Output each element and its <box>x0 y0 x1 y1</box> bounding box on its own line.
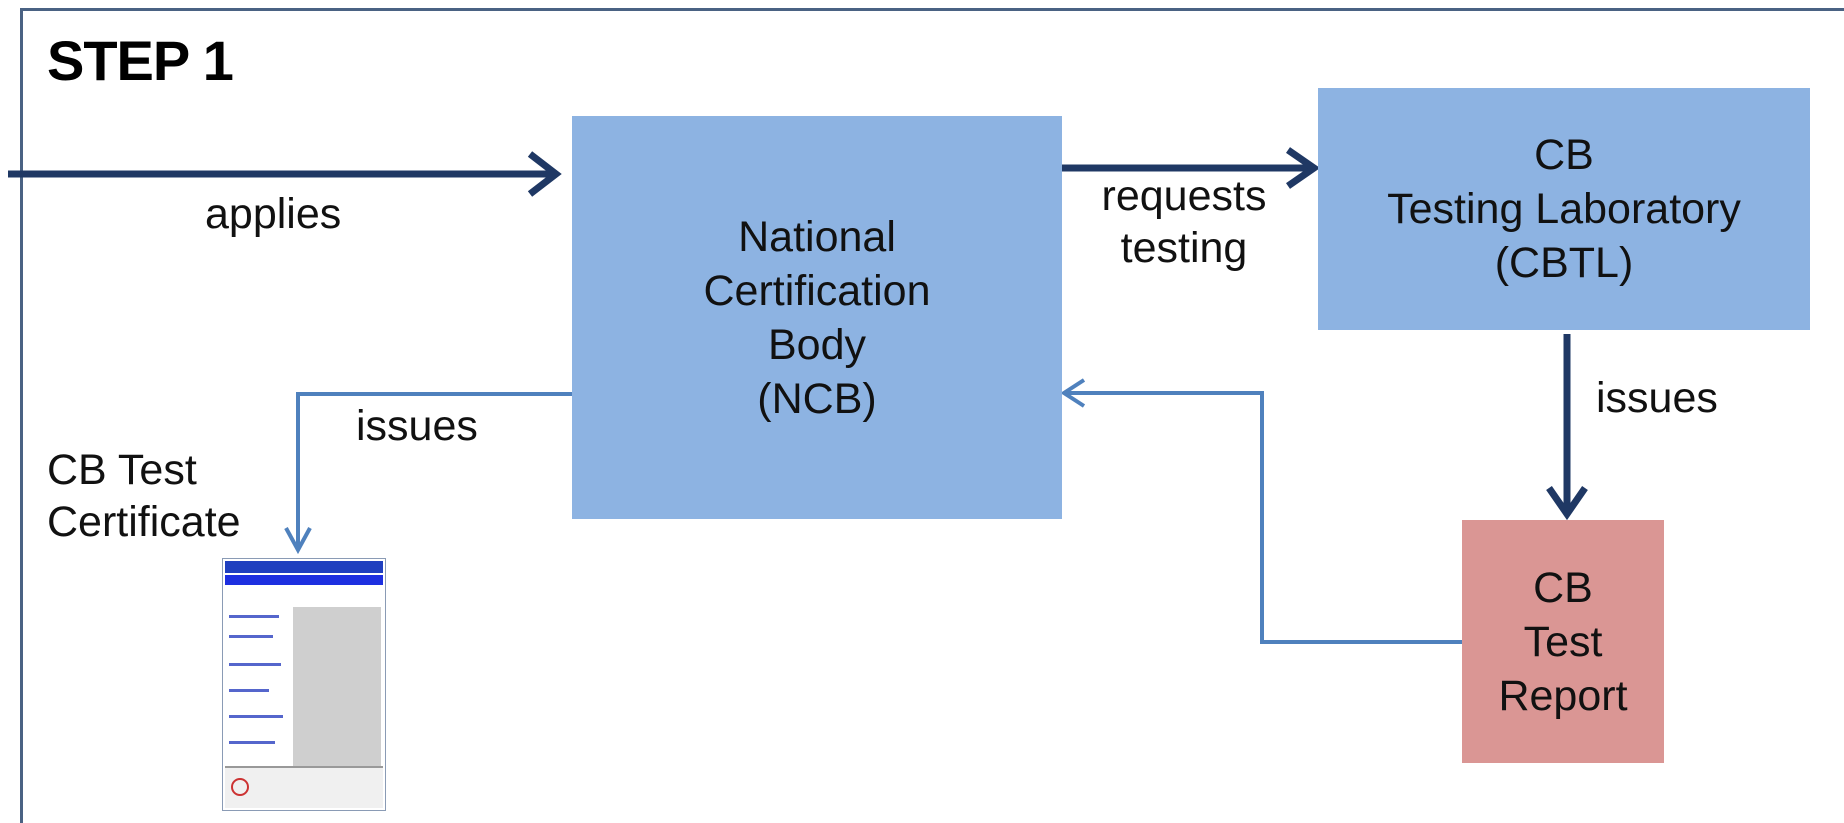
report-line: Test <box>1523 617 1603 666</box>
certificate-text-line <box>229 663 281 666</box>
ncb-line: Body <box>767 320 866 369</box>
issues-cbtl-label: issues <box>1596 374 1718 422</box>
certificate-text-line <box>229 689 269 692</box>
issues-report-arrowhead <box>1546 486 1588 521</box>
cbtl-box: CB Testing Laboratory (CBTL) <box>1318 88 1810 330</box>
testing-line: testing <box>1120 224 1248 272</box>
step-title: STEP 1 <box>47 29 234 92</box>
requests-arrowhead <box>1286 147 1321 189</box>
certificate-footer <box>225 766 383 808</box>
ncb-line: (NCB) <box>757 374 877 423</box>
certificate-header <box>225 561 383 573</box>
ncb-box: National Certification Body (NCB) <box>572 116 1062 519</box>
cbtl-line: (CBTL) <box>1494 239 1634 287</box>
certificate-label: CB Test Certificate <box>47 444 241 548</box>
ncb-line: National <box>738 212 896 261</box>
applies-label: applies <box>205 190 342 238</box>
certificate-content-panel <box>293 607 381 767</box>
certificate-text-line <box>229 635 273 638</box>
issues-ncb-label: issues <box>356 402 478 450</box>
cbtl-line: Testing Laboratory <box>1387 185 1741 233</box>
issues-certificate-line <box>296 392 572 548</box>
certificate-text-line <box>229 715 283 718</box>
certificate-text-line <box>229 741 275 744</box>
certificate-thumbnail <box>222 558 386 811</box>
report-return-arrowhead <box>1060 378 1086 408</box>
applies-arrowhead <box>527 151 562 197</box>
certificate-text-line <box>229 615 279 618</box>
certificate-seal-icon <box>231 778 249 796</box>
report-line: Report <box>1498 671 1628 720</box>
diagram-frame <box>20 8 1844 823</box>
issues-certificate-arrowhead <box>284 527 312 555</box>
report-line: CB <box>1533 563 1593 612</box>
certificate-line: Certificate <box>47 498 241 546</box>
certificate-banner <box>225 575 383 585</box>
certificate-line: CB Test <box>47 446 197 494</box>
report-box: CB Test Report <box>1462 520 1664 763</box>
ncb-line: Certification <box>703 266 931 315</box>
requests-testing-label: requests testing <box>1092 170 1276 274</box>
requests-line: requests <box>1101 172 1267 220</box>
report-return-line <box>1066 391 1462 644</box>
cbtl-line: CB <box>1534 131 1594 179</box>
